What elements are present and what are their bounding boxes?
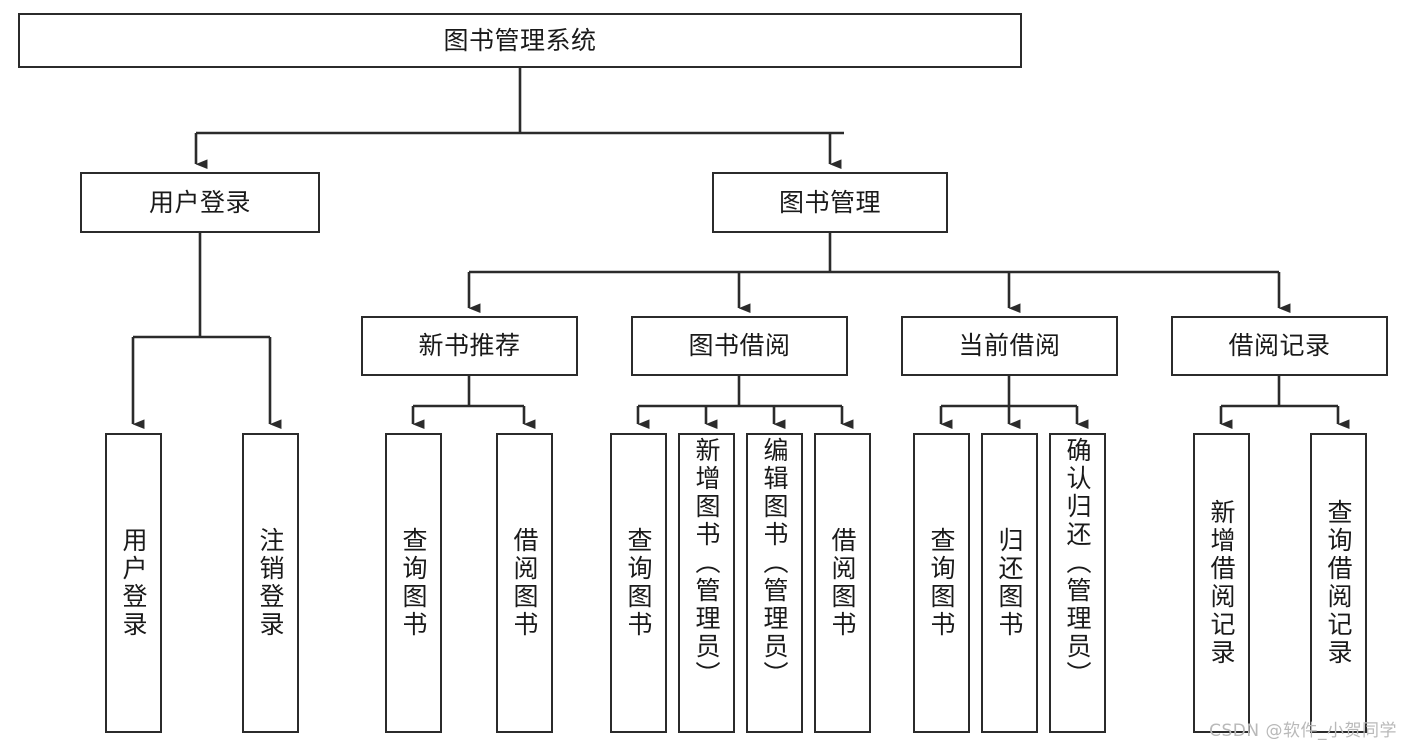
leaf-new-book-borrow-books[interactable]: 借阅图书 [496, 433, 553, 733]
node-label: 借阅图书 [510, 527, 539, 639]
leaf-borrow-query-books[interactable]: 查询图书 [610, 433, 667, 733]
leaf-record-add-borrow-record[interactable]: 新增借阅记录 [1193, 433, 1250, 733]
node-label: 借阅图书 [828, 527, 857, 639]
leaf-borrow-borrow-books[interactable]: 借阅图书 [814, 433, 871, 733]
node-label: 新书推荐 [418, 331, 521, 361]
leaf-new-book-query-books[interactable]: 查询图书 [385, 433, 442, 733]
leaf-current-confirm-return-admin[interactable]: 确认归还（管理员） [1049, 433, 1106, 733]
leaf-current-query-books[interactable]: 查询图书 [913, 433, 970, 733]
node-label: 查询图书 [927, 527, 956, 639]
node-label: 注销登录 [256, 527, 285, 639]
node-borrow-record[interactable]: 借阅记录 [1171, 316, 1388, 376]
node-label: 查询借阅记录 [1324, 499, 1353, 667]
node-label: 借阅记录 [1228, 331, 1331, 361]
leaf-borrow-edit-book-admin[interactable]: 编辑图书（管理员） [746, 433, 803, 733]
node-label: 归还图书 [995, 527, 1024, 639]
node-user-login[interactable]: 用户登录 [80, 172, 320, 233]
node-label: 图书借阅 [688, 331, 791, 361]
node-label: 查询图书 [399, 527, 428, 639]
node-book-management[interactable]: 图书管理 [712, 172, 948, 233]
node-current-borrow[interactable]: 当前借阅 [901, 316, 1118, 376]
node-label: 编辑图书（管理员） [760, 437, 789, 689]
leaf-user-login-sign-in[interactable]: 用户登录 [105, 433, 162, 733]
node-new-book-recommend[interactable]: 新书推荐 [361, 316, 578, 376]
leaf-borrow-add-book-admin[interactable]: 新增图书（管理员） [678, 433, 735, 733]
node-label: 用户登录 [119, 527, 148, 639]
node-label: 查询图书 [624, 527, 653, 639]
csdn-watermark: CSDN @软件_小贺同学 [1209, 721, 1397, 741]
node-label: 当前借阅 [958, 331, 1061, 361]
node-label: 图书管理 [778, 187, 881, 217]
node-label: 新增图书（管理员） [692, 437, 721, 689]
node-label: 用户登录 [148, 187, 251, 217]
node-label: 图书管理系统 [443, 25, 597, 55]
leaf-user-login-sign-out[interactable]: 注销登录 [242, 433, 299, 733]
leaf-record-query-borrow-record[interactable]: 查询借阅记录 [1310, 433, 1367, 733]
node-book-borrow[interactable]: 图书借阅 [631, 316, 848, 376]
node-root-book-management-system[interactable]: 图书管理系统 [18, 13, 1022, 68]
leaf-current-return-books[interactable]: 归还图书 [981, 433, 1038, 733]
node-label: 新增借阅记录 [1207, 499, 1236, 667]
node-label: 确认归还（管理员） [1063, 437, 1092, 689]
